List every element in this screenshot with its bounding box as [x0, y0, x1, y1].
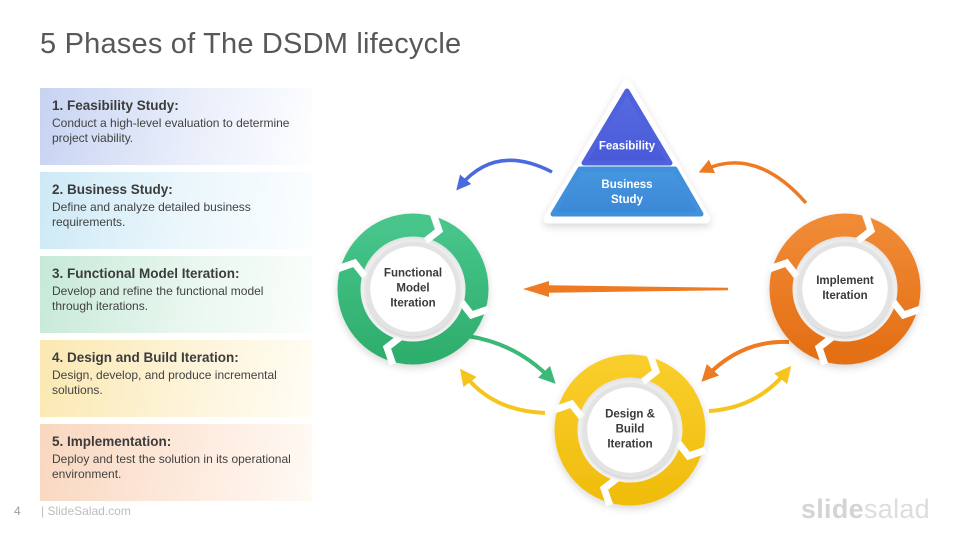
cycle-ring-design-build-iteration [555, 355, 706, 506]
pyramid-feasibility-business [543, 79, 711, 224]
cycle-ring-functional-model-iteration [338, 214, 489, 365]
cycle-ring [554, 354, 706, 506]
phase-heading: 2. Business Study: [52, 182, 173, 197]
arrow-implement-to-pyramid-icon [698, 159, 808, 205]
cycle-ring-implement-iteration [770, 214, 921, 365]
footer-site-text: | SlideSalad.com [41, 504, 131, 518]
phase-item-design-build-iteration: 4. Design and Build Iteration: Design, d… [40, 340, 312, 417]
phase-description: Develop and refine the functional model … [52, 284, 264, 314]
phase-heading: 5. Implementation: [52, 434, 172, 449]
phase-description: Conduct a high-level evaluation to deter… [52, 116, 290, 146]
logo-part-salad: salad [863, 494, 930, 524]
phase-description: Design, develop, and produce incremental… [52, 368, 277, 398]
logo-part-slide: slide [800, 494, 864, 524]
arrow-design-to-implement-icon [708, 365, 792, 413]
arrow-implement-to-design-icon [701, 339, 790, 382]
phase-description: Define and analyze detailed business req… [52, 200, 251, 230]
page-title: 5 Phases of The DSDM lifecycle [40, 28, 462, 60]
pyramid-top-feasibility [581, 88, 673, 166]
cycle-inner-circle [582, 382, 678, 478]
phase-heading: 1. Feasibility Study: [52, 98, 179, 113]
phase-heading: 3. Functional Model Iteration: [52, 266, 240, 281]
page-number: 4 [14, 504, 21, 518]
arrow-implement-to-functional-icon [523, 281, 728, 297]
arrow-functional-to-design-icon [466, 334, 556, 384]
arrow-design-to-functional-icon [459, 368, 546, 415]
cycle-inner-circle [365, 241, 461, 337]
cycle-ring [769, 213, 921, 365]
cycle-ring [337, 213, 489, 365]
phase-item-functional-model-iteration: 3. Functional Model Iteration: Develop a… [40, 256, 312, 333]
arrow-pyramid-to-functional-icon [456, 158, 553, 191]
phase-item-implementation: 5. Implementation: Deploy and test the s… [40, 424, 312, 501]
phase-item-business-study: 2. Business Study: Define and analyze de… [40, 172, 312, 249]
pyramid-bottom-business-study [550, 166, 704, 217]
phase-item-feasibility-study: 1. Feasibility Study: Conduct a high-lev… [40, 88, 312, 165]
slidesalad-logo: slidesalad [801, 494, 930, 525]
cycle-inner-circle [797, 241, 893, 337]
phase-list: 1. Feasibility Study: Conduct a high-lev… [40, 88, 312, 508]
phase-heading: 4. Design and Build Iteration: [52, 350, 239, 365]
phase-description: Deploy and test the solution in its oper… [52, 452, 291, 482]
